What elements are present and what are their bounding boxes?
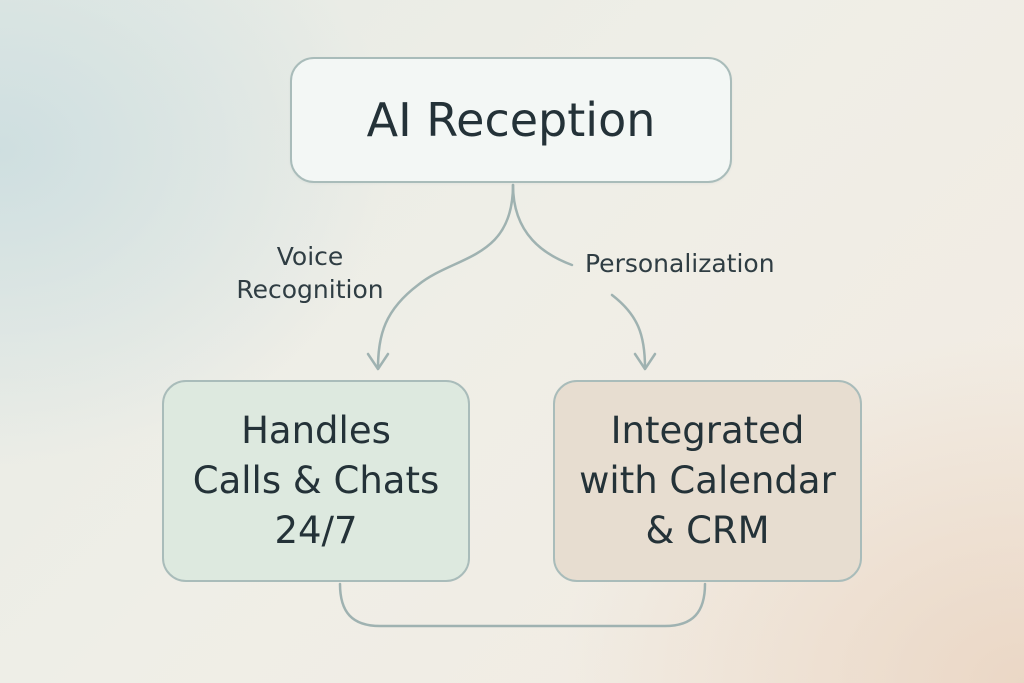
node-ai-reception: AI Reception: [290, 57, 732, 183]
node-right-line-1: Integrated: [610, 409, 805, 452]
node-ai-reception-label: AI Reception: [366, 93, 656, 147]
edge-label-personalization: Personalization: [585, 249, 775, 278]
node-handles-calls-chats: Handles Calls & Chats 24/7: [162, 380, 470, 582]
edge-voice-recognition: [376, 183, 515, 370]
node-left-line-3: 24/7: [274, 509, 358, 552]
edge-label-left-line-2: Recognition: [236, 275, 384, 304]
node-left-line-2: Calls & Chats: [192, 459, 440, 502]
node-right-line-2: with Calendar: [579, 459, 836, 502]
arrowhead-left: [366, 352, 390, 371]
edge-label-voice-recognition: Voice Recognition: [225, 240, 395, 306]
node-right-line-3: & CRM: [645, 509, 770, 552]
node-left-line-1: Handles: [241, 409, 391, 452]
node-integrated-calendar-crm: Integrated with Calendar & CRM: [553, 380, 862, 582]
edge-label-left-line-1: Voice: [276, 242, 344, 271]
edge-bottom-link: [338, 582, 707, 628]
arrowhead-right: [633, 352, 657, 371]
edge-personalization: [511, 183, 647, 370]
